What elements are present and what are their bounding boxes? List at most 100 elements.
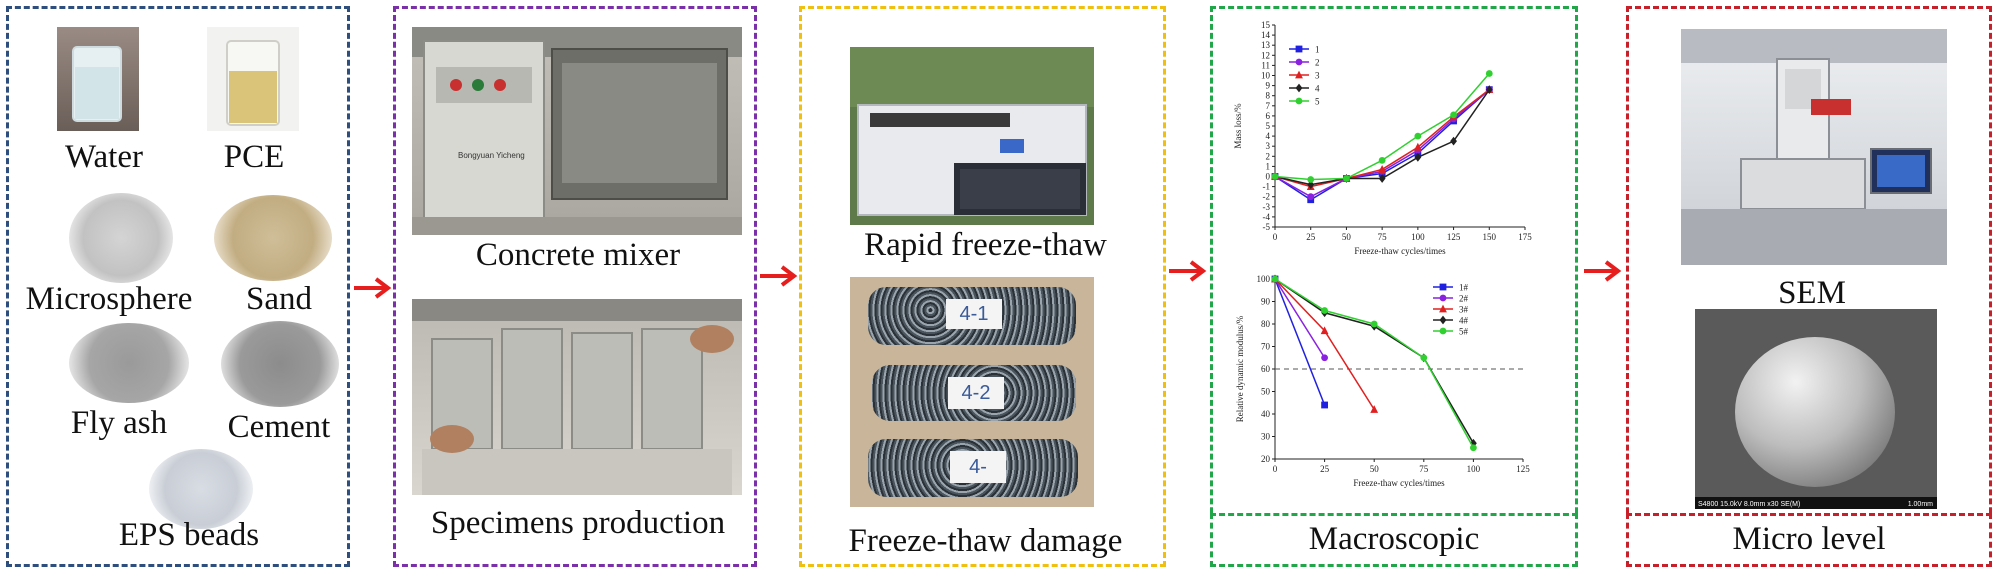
specimen-tag: 4- — [950, 451, 1006, 483]
series-line — [1274, 278, 1475, 449]
data-point — [1307, 193, 1315, 201]
data-point — [1378, 165, 1387, 173]
data-point — [1439, 294, 1447, 302]
label-sem: SEM — [1778, 275, 1846, 311]
data-point — [1295, 45, 1303, 53]
data-point — [1485, 70, 1493, 77]
x-axis-label: Freeze-thaw cycles/times — [1353, 478, 1445, 488]
series-line — [1274, 278, 1326, 406]
legend-label: 2 — [1315, 58, 1320, 68]
x-tick-label: 175 — [1518, 232, 1532, 242]
x-tick-label: 150 — [1483, 232, 1497, 242]
x-tick-label: 50 — [1342, 232, 1352, 242]
data-point — [1343, 175, 1350, 182]
y-tick-label: 4 — [1266, 131, 1271, 141]
micro-caption-box: Micro level — [1626, 513, 1992, 567]
y-tick-label: 80 — [1261, 319, 1271, 329]
fly-ash-photo — [69, 323, 189, 403]
x-tick-label: 0 — [1273, 464, 1278, 474]
y-tick-label: 60 — [1261, 364, 1271, 374]
specimen-tag: 4-1 — [946, 299, 1002, 329]
panel-production: Bongyuan Yicheng Concrete mixer Specimen… — [393, 6, 757, 567]
data-point — [1307, 176, 1315, 183]
legend-label: 5# — [1459, 327, 1469, 337]
sem-scale-label: 1.00mm — [1907, 501, 1933, 508]
label-fly-ash: Fly ash — [70, 405, 168, 441]
y-tick-label: 6 — [1266, 111, 1271, 121]
specimen-tag: 4-2 — [948, 377, 1004, 409]
y-tick-label: 40 — [1261, 409, 1271, 419]
label-freeze-thaw-damage: Freeze-thaw damage — [848, 523, 1123, 559]
y-tick-label: -4 — [1263, 212, 1271, 222]
x-tick-label: 75 — [1378, 232, 1388, 242]
legend-label: 3 — [1315, 71, 1320, 81]
label-micro-level: Micro level — [1732, 521, 1886, 557]
mixer-nameplate: Bongyuan Yicheng — [458, 151, 525, 160]
pce-beaker-photo — [207, 27, 299, 131]
label-pce: PCE — [223, 139, 285, 175]
arrow-icon — [354, 277, 392, 299]
y-tick-label: 7 — [1266, 101, 1271, 111]
label-sand: Sand — [246, 281, 312, 317]
data-point — [1321, 354, 1328, 362]
data-point — [1320, 326, 1329, 335]
x-tick-label: 25 — [1306, 232, 1316, 242]
y-tick-label: 15 — [1261, 20, 1271, 30]
y-tick-label: 2 — [1266, 151, 1271, 161]
data-point — [1439, 283, 1447, 291]
label-water: Water — [65, 139, 143, 175]
series-line — [1274, 278, 1475, 444]
sem-caption: S4800 15.0kV 8.0mm x30 SE(M) — [1698, 501, 1801, 508]
y-tick-label: -1 — [1263, 182, 1271, 192]
data-point — [1420, 354, 1428, 362]
y-tick-label: 13 — [1261, 40, 1271, 50]
sem-micrograph: S4800 15.0kV 8.0mm x30 SE(M) 1.00mm — [1695, 309, 1937, 509]
water-beaker-photo — [57, 27, 139, 131]
y-tick-label: 9 — [1266, 81, 1271, 91]
x-tick-label: 100 — [1467, 464, 1481, 474]
y-tick-label: -3 — [1263, 202, 1271, 212]
y-tick-label: 8 — [1266, 91, 1271, 101]
label-eps-beads: EPS beads — [118, 517, 260, 553]
data-point — [1271, 173, 1279, 180]
data-point — [1295, 58, 1303, 66]
sand-photo — [214, 195, 332, 281]
data-point — [1370, 405, 1379, 413]
concrete-mixer-photo: Bongyuan Yicheng — [412, 27, 742, 235]
series-line — [1274, 278, 1326, 359]
y-axis-label: Relative dynamic modulus/% — [1235, 315, 1245, 422]
label-rapid-freeze-thaw: Rapid freeze-thaw — [864, 227, 1107, 263]
panel-freeze-thaw: Rapid freeze-thaw 4-1 4-2 4- Freeze-thaw… — [799, 6, 1166, 567]
y-tick-label: 20 — [1261, 454, 1271, 464]
legend-label: 4# — [1459, 316, 1469, 326]
legend-label: 1 — [1315, 45, 1320, 55]
label-macroscopic: Macroscopic — [1308, 521, 1480, 557]
legend-label: 4 — [1315, 84, 1320, 94]
data-point — [1413, 142, 1422, 151]
microsphere-powder-photo — [69, 193, 173, 283]
y-tick-label: 3 — [1266, 141, 1271, 151]
y-tick-label: -5 — [1263, 222, 1271, 232]
x-tick-label: 0 — [1273, 232, 1278, 242]
y-tick-label: 10 — [1261, 71, 1271, 81]
y-tick-label: 0 — [1266, 172, 1271, 182]
macroscopic-caption-box: Macroscopic — [1210, 513, 1578, 567]
y-tick-label: 11 — [1261, 60, 1270, 70]
freeze-thaw-damage-photo: 4-1 4-2 4- — [850, 277, 1094, 507]
x-tick-label: 100 — [1411, 232, 1425, 242]
data-point — [1439, 327, 1447, 335]
legend-label: 5 — [1315, 97, 1320, 107]
label-microsphere: Microsphere — [25, 281, 193, 317]
freeze-thaw-machine-photo — [850, 47, 1094, 225]
cement-photo — [221, 321, 339, 407]
y-tick-label: -2 — [1263, 192, 1271, 202]
label-specimens-production: Specimens production — [430, 505, 726, 541]
data-point — [1295, 97, 1303, 105]
data-point — [1271, 275, 1279, 283]
y-tick-label: 1 — [1266, 161, 1271, 171]
x-tick-label: 25 — [1320, 464, 1330, 474]
arrow-icon — [1169, 260, 1207, 282]
arrow-icon — [1584, 260, 1622, 282]
